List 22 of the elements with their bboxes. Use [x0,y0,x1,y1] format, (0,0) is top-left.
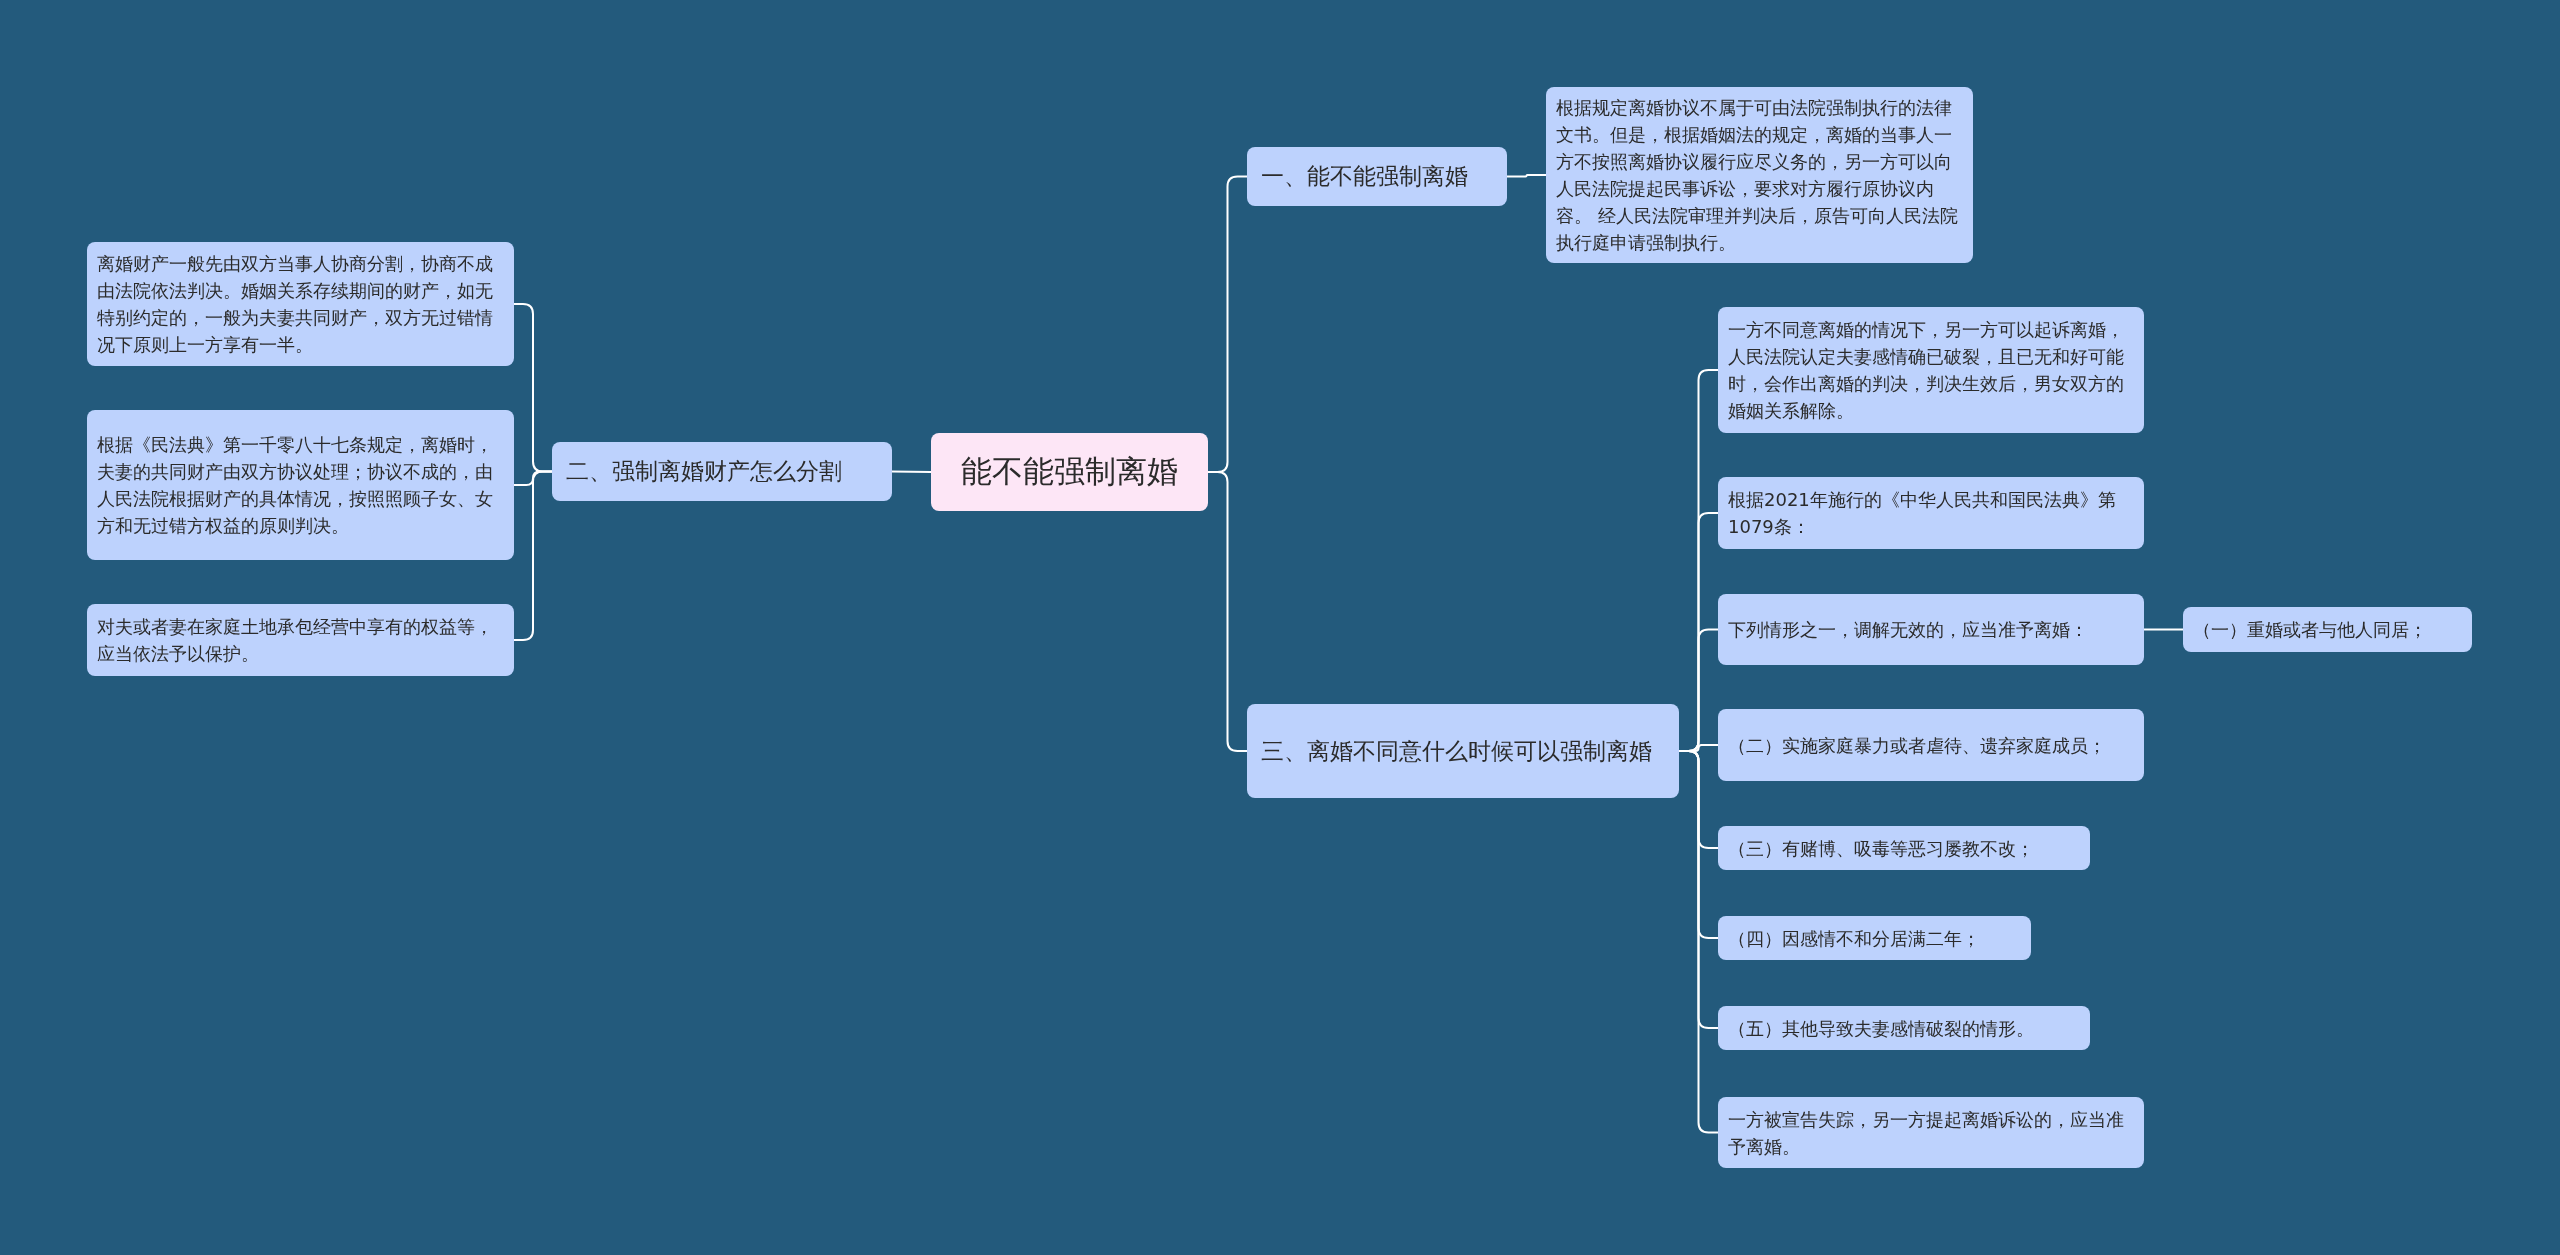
detail-box: 根据2021年施行的《中华人民共和国民法典》第1079条： [1718,477,2144,549]
detail-box: 根据规定离婚协议不属于可由法院强制执行的法律文书。但是，根据婚姻法的规定，离婚的当事人一方不按照离婚协议履行应尽义务的，另一方可以向人民法院提起民事诉讼，要求对方履行原协议内容。 经人民法院审理并判决后，原告可向人民法院执行庭申请强制执行。 [1546,87,1973,263]
branch-topic: 一、能不能强制离婚 [1247,147,1507,206]
connector-line [2143,628,2184,631]
detail-box: （二）实施家庭暴力或者虐待、遗弃家庭成员； [1718,709,2144,781]
detail-box: 离婚财产一般先由双方当事人协商分割，协商不成由法院依法判决。婚姻关系存续期间的财产，如无特别约定的，一般为夫妻共同财产，双方无过错情况下原则上一方享有一半。 [87,242,514,366]
detail-box: （一）重婚或者与他人同居； [2183,607,2472,652]
detail-box: （三）有赌博、吸毒等恶习屡教不改； [1718,826,2090,870]
branch-topic: 三、离婚不同意什么时候可以强制离婚 [1247,704,1679,798]
connector-line [513,470,553,641]
detail-box: 对夫或者妻在家庭土地承包经营中享有的权益等，应当依法予以保护。 [87,604,514,676]
detail-box: 一方不同意离婚的情况下，另一方可以起诉离婚，人民法院认定夫妻感情确已破裂，且已无和好可能时，会作出离婚的判决，判决生效后，男女双方的婚姻关系解除。 [1718,307,2144,433]
connector-line [1207,471,1248,752]
detail-box: 下列情形之一，调解无效的，应当准予离婚： [1718,594,2144,665]
detail-box: （四）因感情不和分居满二年； [1718,916,2031,960]
connector-line [891,470,932,473]
branch-topic: 二、强制离婚财产怎么分割 [552,442,892,501]
detail-box: 根据《民法典》第一千零八十七条规定，离婚时，夫妻的共同财产由双方协议处理；协议不成的，由人民法院根据财产的具体情况，按照照顾子女、女方和无过错方权益的原则判决。 [87,410,514,560]
central-topic: 能不能强制离婚 [931,433,1208,511]
detail-box: 一方被宣告失踪，另一方提起离婚诉讼的，应当准予离婚。 [1718,1097,2144,1168]
connector-line [1506,174,1547,178]
detail-box: （五）其他导致夫妻感情破裂的情形。 [1718,1006,2090,1050]
